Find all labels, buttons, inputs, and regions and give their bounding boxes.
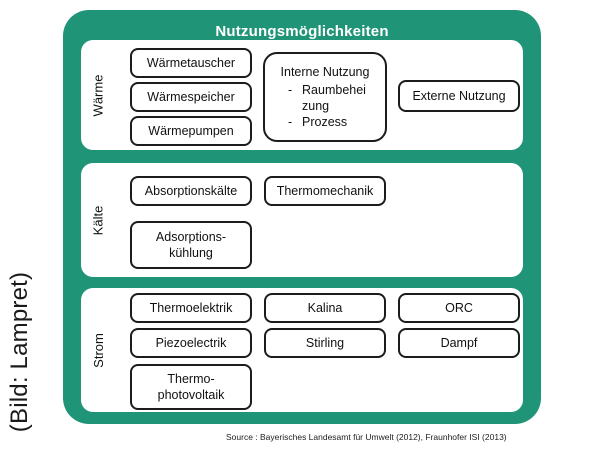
box-piezoelectrik: Piezoelectrik — [130, 328, 252, 358]
interne-nutzung-list: Raumbehei zung Prozess — [284, 82, 366, 130]
box-absorptionskaelte: Absorptionskälte — [130, 176, 252, 206]
section-label-waerme: Wärme — [90, 74, 106, 116]
interne-nutzung-title: Interne Nutzung — [280, 65, 370, 79]
list-item: Prozess — [288, 114, 366, 130]
box-interne-nutzung: Interne Nutzung Raumbehei zung Prozess — [263, 52, 387, 142]
box-thermomechanik: Thermomechanik — [264, 176, 386, 206]
box-stirling: Stirling — [264, 328, 386, 358]
box-externe-nutzung: Externe Nutzung — [398, 80, 520, 112]
image-credit-text: (Bild: Lampret) — [6, 271, 34, 433]
box-thermoelektrik: Thermoelektrik — [130, 293, 252, 323]
image-credit: (Bild: Lampret) — [0, 268, 40, 436]
usage-options-panel: Nutzungsmöglichkeiten Wärme Wärmetausche… — [63, 10, 541, 424]
section-waerme: Wärme Wärmetauscher Wärmespeicher Wärmep… — [81, 40, 523, 150]
box-waermepumpen: Wärmepumpen — [130, 116, 252, 146]
section-kaelte: Kälte Absorptionskälte Thermomechanik Ad… — [81, 163, 523, 277]
box-orc: ORC — [398, 293, 520, 323]
panel-title: Nutzungsmöglichkeiten — [215, 23, 389, 40]
box-adsorptionskuehlung: Adsorptions- kühlung — [130, 221, 252, 269]
box-kalina: Kalina — [264, 293, 386, 323]
box-dampf: Dampf — [398, 328, 520, 358]
box-waermespeicher: Wärmespeicher — [130, 82, 252, 112]
box-waermetauscher: Wärmetauscher — [130, 48, 252, 78]
box-thermophotovoltaik: Thermo- photovoltaik — [130, 364, 252, 410]
section-label-kaelte: Kälte — [90, 205, 106, 235]
source-note: Source : Bayerisches Landesamt für Umwel… — [226, 432, 507, 442]
section-label-strom: Strom — [90, 332, 106, 368]
section-strom: Strom Thermoelektrik Kalina ORC Piezoele… — [81, 288, 523, 412]
list-item: Raumbehei zung — [288, 82, 366, 114]
